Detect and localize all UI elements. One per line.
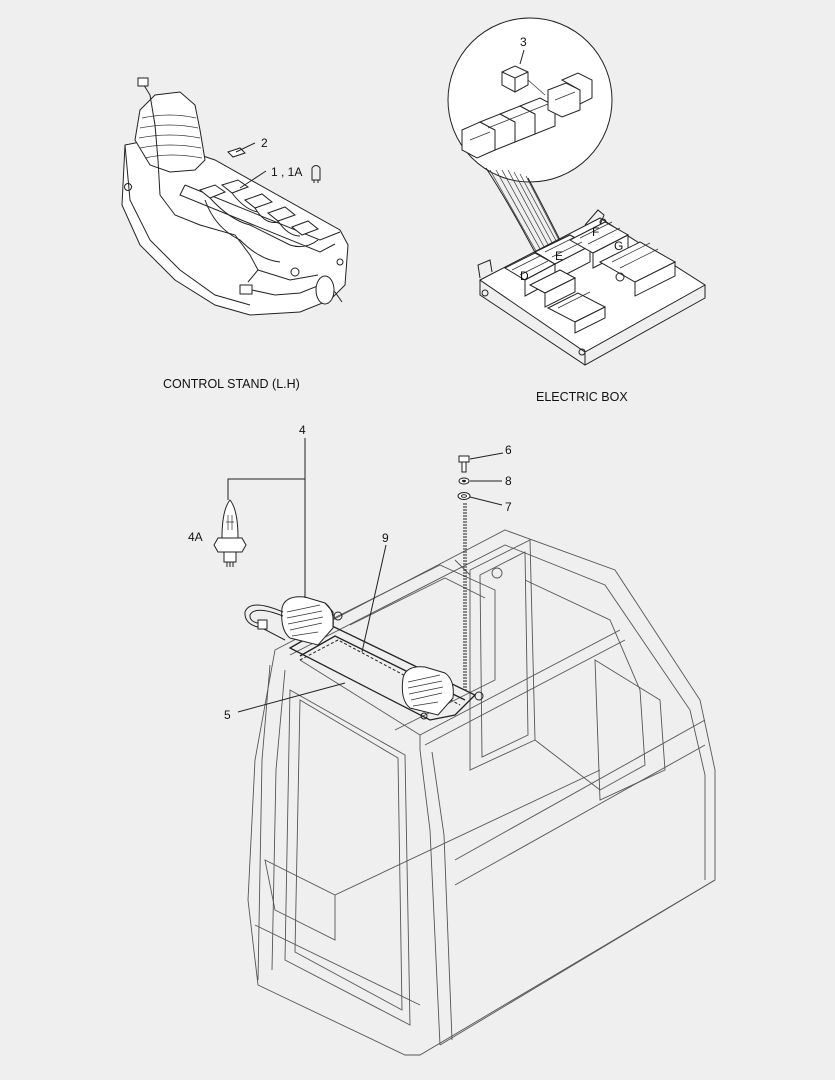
bolt-icon bbox=[458, 455, 470, 473]
callout-4: 4 bbox=[299, 423, 306, 437]
callout-1-1a: 1 , 1A bbox=[271, 165, 302, 179]
relay-label-d: D bbox=[520, 269, 529, 283]
relay-label-f: F bbox=[592, 225, 599, 239]
cab-drawing bbox=[247, 529, 716, 1056]
relay-label-g: G bbox=[614, 239, 623, 253]
callout-2: 2 bbox=[261, 136, 268, 150]
callout-8: 8 bbox=[505, 474, 512, 488]
callout-4a: 4A bbox=[188, 530, 203, 544]
callout-9: 9 bbox=[382, 531, 389, 545]
relay-label-e: E bbox=[555, 249, 563, 263]
lock-washer-icon bbox=[458, 477, 470, 485]
flat-washer-icon bbox=[457, 492, 471, 500]
callout-5: 5 bbox=[224, 708, 231, 722]
caption-control-stand: CONTROL STAND (L.H) bbox=[163, 377, 300, 391]
callout-7: 7 bbox=[505, 500, 512, 514]
work-lamp-assembly bbox=[244, 596, 484, 721]
callout-3: 3 bbox=[520, 35, 527, 49]
control-stand-drawing bbox=[121, 77, 349, 316]
electric-box-drawing bbox=[447, 17, 706, 366]
callout-6: 6 bbox=[505, 443, 512, 457]
work-lamp-right bbox=[401, 666, 454, 716]
caption-electric-box: ELECTRIC BOX bbox=[536, 390, 628, 404]
halogen-bulb-icon bbox=[213, 499, 247, 567]
work-lamp-left bbox=[281, 596, 334, 646]
